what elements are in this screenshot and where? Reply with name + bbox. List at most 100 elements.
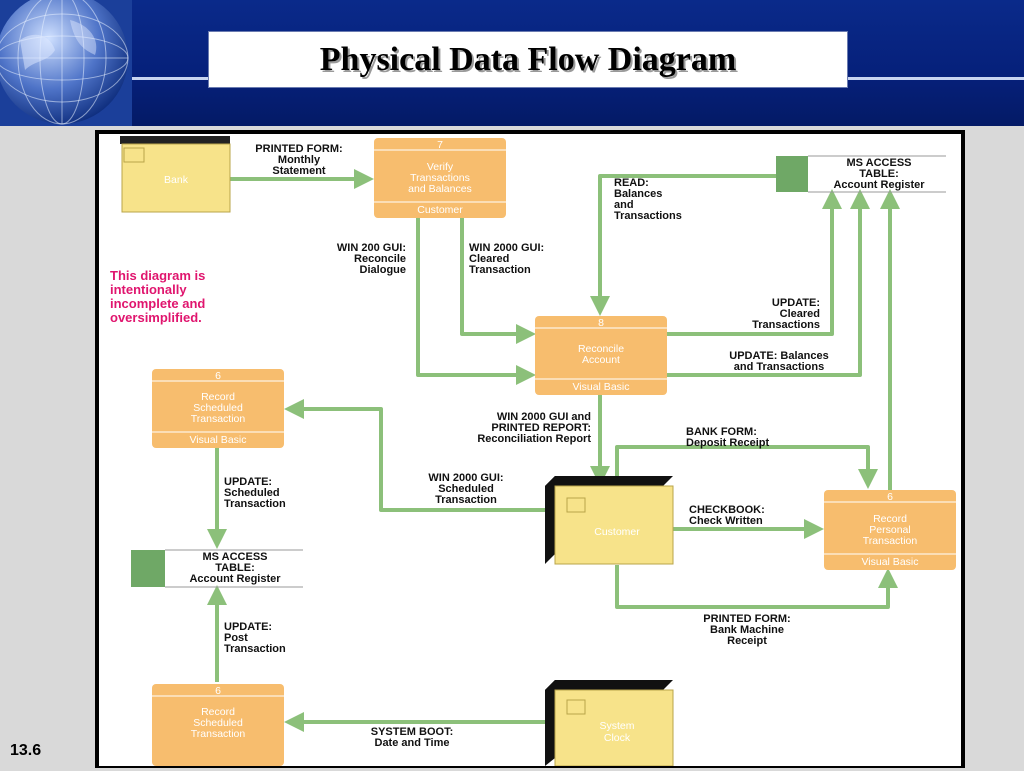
note-line-4: oversimplified. — [110, 310, 202, 325]
process-6-left-name-1: Record — [201, 391, 235, 403]
process-8-location: Visual Basic — [572, 381, 629, 393]
store-top-line-1: MS ACCESS — [847, 157, 912, 169]
flow-label-line: UPDATE: Balances — [729, 350, 828, 362]
label-win2000-cleared: WIN 2000 GUI: Cleared Transaction — [469, 242, 544, 276]
process-6-scheduled-left: 6 Record Scheduled Transaction Visual Ba… — [152, 369, 284, 448]
flow-verify-to-reconcile-dialogue — [416, 218, 536, 385]
flow-label-line: Monthly — [278, 154, 321, 166]
flow-verify-to-reconcile-cleared — [460, 218, 536, 344]
flow-label-line: READ: — [614, 177, 649, 189]
flow-label-line: Transaction — [224, 498, 286, 510]
diagram-canvas: Bank Customer System Clock — [99, 134, 961, 767]
flow-label-line: Check Written — [689, 515, 763, 527]
label-update-scheduled: UPDATE: Scheduled Transaction — [224, 476, 286, 510]
label-bank-form: BANK FORM: Deposit Receipt — [686, 426, 769, 449]
flow-label-line: Cleared — [469, 253, 509, 265]
header-rule-left — [132, 77, 208, 80]
entity-system-clock-label-2: Clock — [604, 732, 631, 744]
label-update-cleared: UPDATE: Cleared Transactions — [752, 297, 820, 331]
flow-label-line: WIN 2000 GUI and — [497, 411, 591, 423]
flow-label-line: Statement — [272, 165, 326, 177]
flow-label-line: PRINTED FORM: — [703, 613, 790, 625]
process-6-bottom-name-2: Scheduled — [193, 717, 243, 729]
diagram-note: This diagram is intentionally incomplete… — [110, 268, 205, 325]
store-top-line-2: TABLE: — [859, 168, 899, 180]
process-7-name-1: Verify — [427, 161, 454, 173]
process-7-name-2: Transactions — [410, 172, 470, 184]
process-7-location: Customer — [417, 204, 463, 216]
data-flow-diagram: Bank Customer System Clock — [110, 136, 956, 767]
slide-title: Physical Data Flow Diagram — [319, 40, 737, 78]
flow-label-line: WIN 2000 GUI: — [469, 242, 544, 254]
store-top-line-3: Account Register — [833, 179, 925, 191]
flow-label-line: Transaction — [469, 264, 531, 276]
process-7-name-3: and Balances — [408, 183, 472, 195]
entity-system-clock: System Clock — [545, 680, 674, 767]
flow-label-line: Scheduled — [224, 487, 280, 499]
flow-update-cleared — [667, 189, 842, 336]
process-6-personal-name-1: Record — [873, 513, 907, 525]
flow-label-line: PRINTED FORM: — [255, 143, 342, 155]
flow-label-line: Transaction — [435, 494, 497, 506]
label-win200: WIN 200 GUI: Reconcile Dialogue — [337, 242, 406, 276]
label-printed-bank-machine: PRINTED FORM: Bank Machine Receipt — [703, 613, 790, 647]
process-8-name-2: Account — [582, 354, 620, 366]
flow-bank-form — [615, 445, 878, 489]
header-rule-right — [848, 77, 1024, 80]
process-6-personal-name-2: Personal — [869, 524, 910, 536]
entity-system-clock-label-1: System — [599, 720, 634, 732]
title-box: Physical Data Flow Diagram — [208, 31, 848, 88]
process-6-personal-location: Visual Basic — [861, 556, 918, 568]
label-update-post: UPDATE: Post Transaction — [224, 621, 286, 655]
flow-label-line: Cleared — [780, 308, 820, 320]
entity-customer-label: Customer — [594, 526, 640, 538]
process-6-left-name-3: Transaction — [191, 413, 246, 425]
flow-label-line: WIN 2000 GUI: — [428, 472, 503, 484]
entity-bank-label: Bank — [164, 174, 189, 186]
process-6-personal-id: 6 — [887, 491, 893, 503]
process-6-left-name-2: Scheduled — [193, 402, 243, 414]
label-checkbook: CHECKBOOK: Check Written — [689, 504, 765, 527]
process-6-left-location: Visual Basic — [189, 434, 246, 446]
note-line-1: This diagram is — [110, 268, 205, 283]
flow-label-line: UPDATE: — [772, 297, 820, 309]
flow-label-line: PRINTED REPORT: — [491, 422, 591, 434]
diagram-frame: Bank Customer System Clock — [95, 130, 965, 768]
process-6-personal-name-3: Transaction — [863, 535, 918, 547]
flow-label-line: Deposit Receipt — [686, 437, 769, 449]
flow-label-line: CHECKBOOK: — [689, 504, 765, 516]
process-6-bottom-name-3: Transaction — [191, 728, 246, 740]
flow-label-line: SYSTEM BOOT: — [371, 726, 454, 738]
process-6-scheduled-bottom: 6 Record Scheduled Transaction — [152, 684, 284, 766]
flow-label-line: UPDATE: — [224, 621, 272, 633]
flow-store-to-reconcile — [590, 174, 776, 316]
globe-icon — [0, 0, 132, 126]
note-line-2: intentionally — [110, 282, 187, 297]
slide-header: Physical Data Flow Diagram — [0, 0, 1024, 126]
process-6-bottom-id: 6 — [215, 685, 221, 697]
label-system-boot: SYSTEM BOOT: Date and Time — [371, 726, 454, 749]
flow-label-line: and Transactions — [734, 361, 824, 373]
process-7-id: 7 — [437, 139, 443, 151]
flow-label-line: BANK FORM: — [686, 426, 757, 438]
label-win2000-scheduled: WIN 2000 GUI: Scheduled Transaction — [428, 472, 503, 506]
flow-label-line: Post — [224, 632, 248, 644]
entity-bank: Bank — [120, 136, 231, 213]
flow-label-line: UPDATE: — [224, 476, 272, 488]
process-6-left-id: 6 — [215, 370, 221, 382]
flow-label-line: Date and Time — [375, 737, 450, 749]
flow-label-line: Receipt — [727, 635, 767, 647]
store-left-line-2: TABLE: — [215, 562, 255, 574]
process-8-name-1: Reconcile — [578, 343, 624, 355]
process-8-id: 8 — [598, 317, 604, 329]
flow-label-line: Transactions — [614, 210, 682, 222]
flow-label-line: Reconcile — [354, 253, 406, 265]
flow-update-balances — [667, 189, 870, 377]
data-store-left: MS ACCESS TABLE: Account Register — [131, 549, 303, 588]
data-store-top: MS ACCESS TABLE: Account Register — [776, 155, 946, 193]
label-bank-to-p7: PRINTED FORM: Monthly Statement — [255, 143, 342, 177]
label-read: READ: Balances and Transactions — [614, 177, 682, 222]
label-update-balances: UPDATE: Balances and Transactions — [729, 350, 828, 373]
slide-number: 13.6 — [10, 742, 42, 759]
flow-label-line: Transaction — [224, 643, 286, 655]
